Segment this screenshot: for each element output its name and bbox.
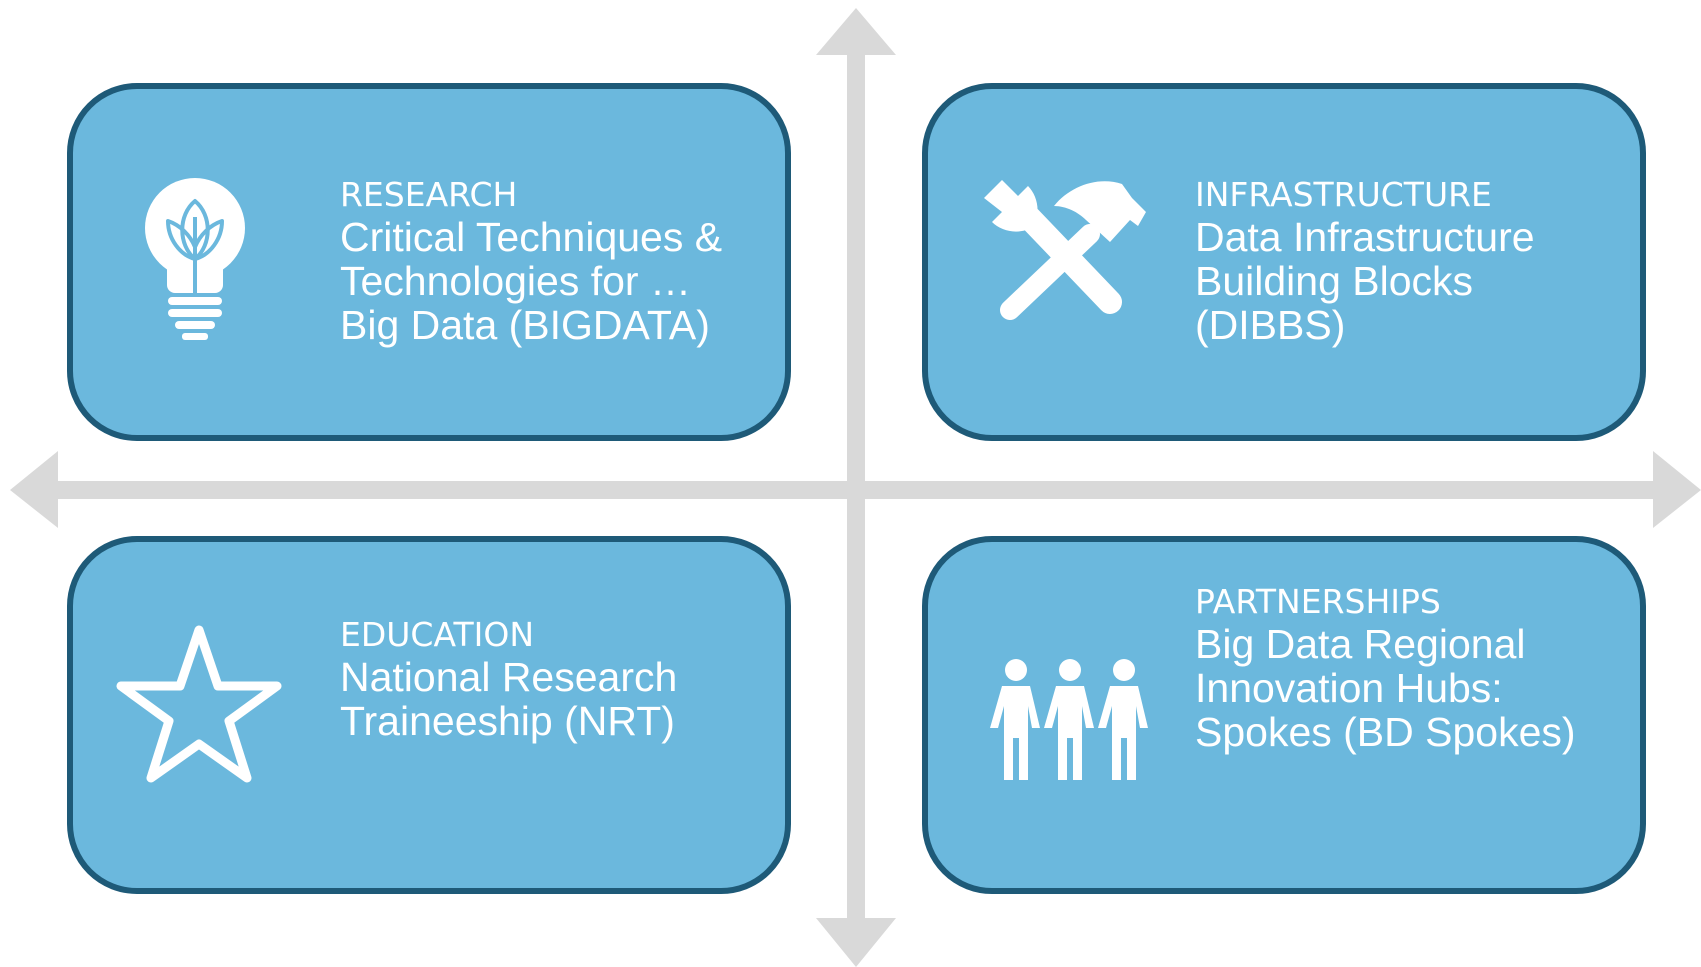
program-line: Innovation Hubs: xyxy=(1195,665,1503,711)
horizontal-arrow xyxy=(10,451,1701,528)
program-line: (DIBBS) xyxy=(1195,302,1346,348)
program-title: Big Data Regional Innovation Hubs: Spoke… xyxy=(1195,622,1576,754)
lightbulb-leaf-icon xyxy=(140,173,250,343)
partnerships-card: PARTNERSHIPS Big Data Regional Innovatio… xyxy=(922,536,1646,894)
education-card: EDUCATION National Research Traineeship … xyxy=(67,536,791,894)
star-outline-icon xyxy=(111,622,287,786)
program-line: Data Infrastructure xyxy=(1195,214,1535,260)
program-line: Big Data Regional xyxy=(1195,621,1526,667)
program-line: Building Blocks xyxy=(1195,258,1474,304)
education-text: EDUCATION National Research Traineeship … xyxy=(340,615,677,743)
infrastructure-text: INFRASTRUCTURE Data Infrastructure Build… xyxy=(1195,175,1535,347)
partnerships-text: PARTNERSHIPS Big Data Regional Innovatio… xyxy=(1195,582,1576,754)
category-label: INFRASTRUCTURE xyxy=(1195,175,1492,214)
program-line: Spokes (BD Spokes) xyxy=(1195,709,1576,755)
infrastructure-card: INFRASTRUCTURE Data Infrastructure Build… xyxy=(922,83,1646,441)
category-label: PARTNERSHIPS xyxy=(1195,582,1441,621)
research-card: RESEARCH Critical Techniques & Technolog… xyxy=(67,83,791,441)
program-title: Critical Techniques & Technologies for …… xyxy=(340,215,722,347)
program-title: Data Infrastructure Building Blocks (DIB… xyxy=(1195,215,1535,347)
category-label: EDUCATION xyxy=(340,615,535,654)
research-text: RESEARCH Critical Techniques & Technolog… xyxy=(340,175,722,347)
category-label: RESEARCH xyxy=(340,175,518,214)
wrench-hammer-icon xyxy=(982,176,1152,326)
program-line: Critical Techniques & xyxy=(340,214,723,260)
program-title: National Research Traineeship (NRT) xyxy=(340,655,677,743)
program-line: Big Data (BIGDATA) xyxy=(340,302,710,348)
program-line: National Research xyxy=(340,654,678,700)
program-line: Traineeship (NRT) xyxy=(340,698,675,744)
program-line: Technologies for … xyxy=(340,258,691,304)
people-group-icon xyxy=(988,658,1152,782)
